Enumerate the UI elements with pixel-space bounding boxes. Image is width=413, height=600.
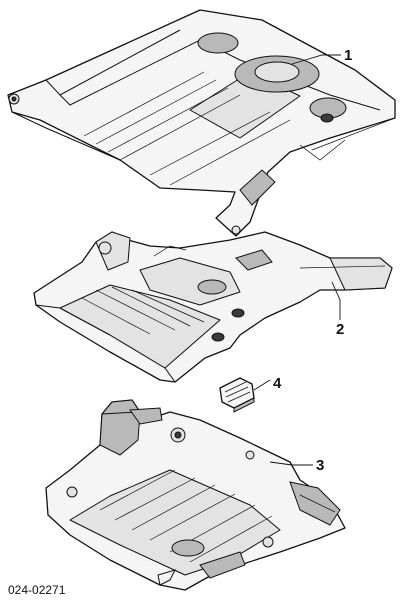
leader-line-1: [291, 54, 341, 65]
part-2-middle-shield: [33, 231, 393, 383]
callout-2: 2: [336, 321, 344, 338]
diagram-code: 024-02271: [8, 583, 66, 597]
callout-1: 1: [344, 47, 352, 64]
leader-line-3: [269, 461, 313, 466]
callout-4: 4: [273, 375, 282, 392]
part-4-clip: [219, 377, 255, 413]
part-3-lower-shield: [45, 399, 346, 591]
part-1-upper-shield: [7, 9, 396, 237]
leader-line-4: [253, 379, 271, 391]
callout-3: 3: [316, 457, 324, 474]
leader-line-2: [331, 281, 341, 320]
